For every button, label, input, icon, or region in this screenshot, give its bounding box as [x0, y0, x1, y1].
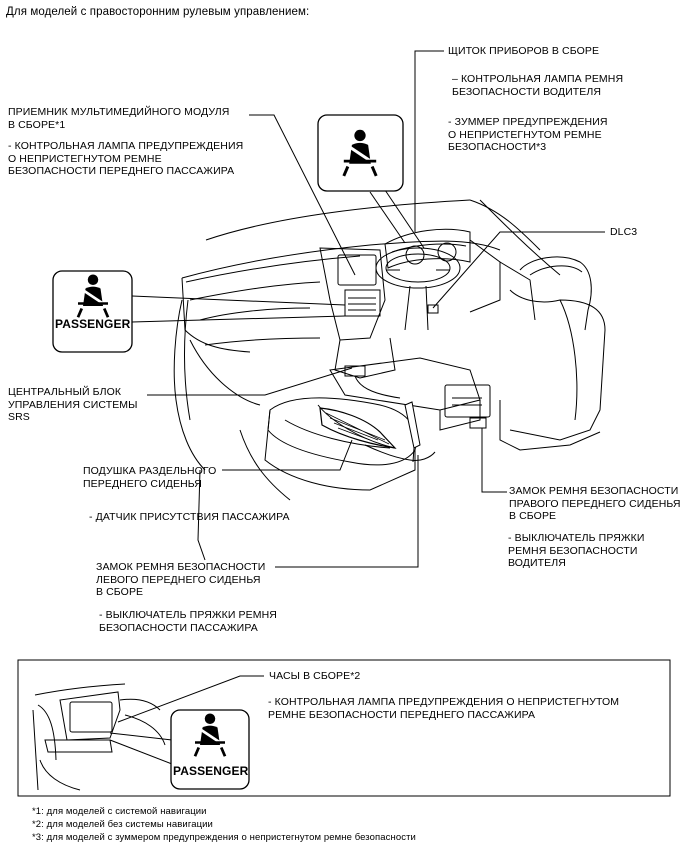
- footnote-3: *3: для моделей с зуммером предупреждени…: [32, 832, 416, 843]
- passenger-label: PASSENGER: [55, 317, 131, 331]
- passenger-seatbelt-icon: [52, 270, 133, 353]
- multimedia-label: ПРИЕМНИК МУЛЬТИМЕДИЙНОГО МОДУЛЯ В СБОРЕ*…: [8, 106, 230, 131]
- page-title: Для моделей с правосторонним рулевым упр…: [6, 6, 310, 18]
- footnote-2: *2: для моделей без системы навигации: [32, 819, 213, 830]
- combo-meter-label: ЩИТОК ПРИБОРОВ В СБОРЕ: [448, 45, 600, 57]
- passenger-buckle-switch-label: - ВЫКЛЮЧАТЕЛЬ ПРЯЖКИ РЕМНЯ БЕЗОПАСНОСТИ …: [99, 609, 277, 634]
- passenger-seatbelt-icon: [170, 709, 250, 790]
- inset-passenger-label: PASSENGER: [173, 764, 249, 778]
- left-buckle-label: ЗАМОК РЕМНЯ БЕЗОПАСНОСТИ ЛЕВОГО ПЕРЕДНЕГ…: [96, 561, 266, 598]
- right-buckle-label: ЗАМОК РЕМНЯ БЕЗОПАСНОСТИ ПРАВОГО ПЕРЕДНЕ…: [509, 485, 681, 522]
- driver-belt-lamp-label: – КОНТРОЛЬНАЯ ЛАМПА РЕМНЯ БЕЗОПАСНОСТИ В…: [452, 73, 624, 98]
- seat-cushion-label: ПОДУШКА РАЗДЕЛЬНОГО ПЕРЕДНЕГО СИДЕНЬЯ: [83, 465, 217, 490]
- driver-buckle-switch-label: - ВЫКЛЮЧАТЕЛЬ ПРЯЖКИ РЕМНЯ БЕЗОПАСНОСТИ …: [508, 532, 645, 569]
- footnote-1: *1: для моделей с системой навигации: [32, 806, 207, 817]
- clock-label: ЧАСЫ В СБОРЕ*2: [269, 670, 361, 682]
- seatbelt-warning-icon: [317, 114, 404, 192]
- srs-ecu-label: ЦЕНТРАЛЬНЫЙ БЛОК УПРАВЛЕНИЯ СИСТЕМЫ SRS: [8, 386, 138, 423]
- buzzer-label: - ЗУММЕР ПРЕДУПРЕЖДЕНИЯ О НЕПРИСТЕГНУТОМ…: [448, 116, 608, 153]
- dlc3-label: DLC3: [610, 226, 638, 238]
- occupant-sensor-label: - ДАТЧИК ПРИСУТСТВИЯ ПАССАЖИРА: [89, 511, 290, 523]
- passenger-lamp-label: - КОНТРОЛЬНАЯ ЛАМПА ПРЕДУПРЕЖДЕНИЯ О НЕП…: [8, 140, 244, 177]
- clock-lamp-label: - КОНТРОЛЬНАЯ ЛАМПА ПРЕДУПРЕЖДЕНИЯ О НЕП…: [268, 696, 620, 721]
